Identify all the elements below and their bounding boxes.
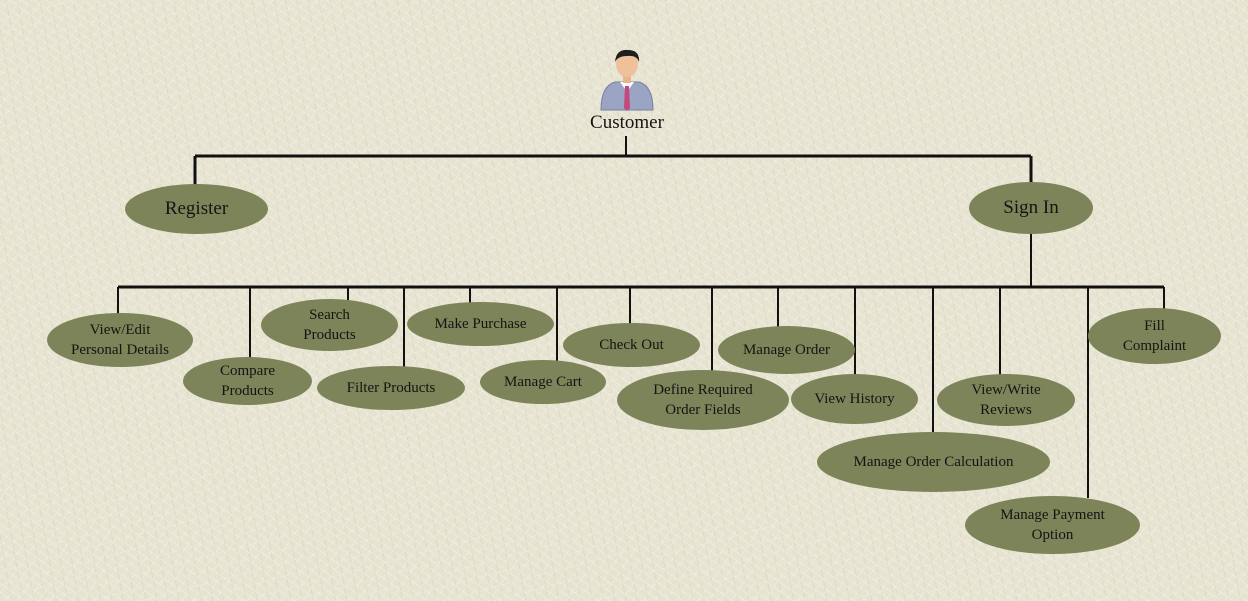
define-required-order-fields-use-case[interactable]: Define Required Order Fields (617, 370, 789, 430)
view-edit-personal-details-use-case[interactable]: View/Edit Personal Details (47, 313, 193, 367)
check-out-use-case[interactable]: Check Out (563, 323, 700, 367)
manage-payment-option-use-case[interactable]: Manage Payment Option (965, 496, 1140, 554)
person-icon (600, 49, 654, 111)
make-purchase-use-case[interactable]: Make Purchase (407, 302, 554, 346)
manage-cart-use-case[interactable]: Manage Cart (480, 360, 606, 404)
filter-products-use-case[interactable]: Filter Products (317, 366, 465, 410)
manage-order-calculation-use-case[interactable]: Manage Order Calculation (817, 432, 1050, 492)
view-write-reviews-use-case[interactable]: View/Write Reviews (937, 374, 1075, 426)
register-use-case[interactable]: Register (125, 184, 268, 234)
search-products-use-case[interactable]: Search Products (261, 299, 398, 351)
compare-products-use-case[interactable]: Compare Products (183, 357, 312, 405)
view-history-use-case[interactable]: View History (791, 374, 918, 424)
fill-complaint-use-case[interactable]: Fill Complaint (1088, 308, 1221, 364)
sign-in-use-case[interactable]: Sign In (969, 182, 1093, 234)
manage-order-use-case[interactable]: Manage Order (718, 326, 855, 374)
actor-label: Customer (590, 112, 664, 133)
